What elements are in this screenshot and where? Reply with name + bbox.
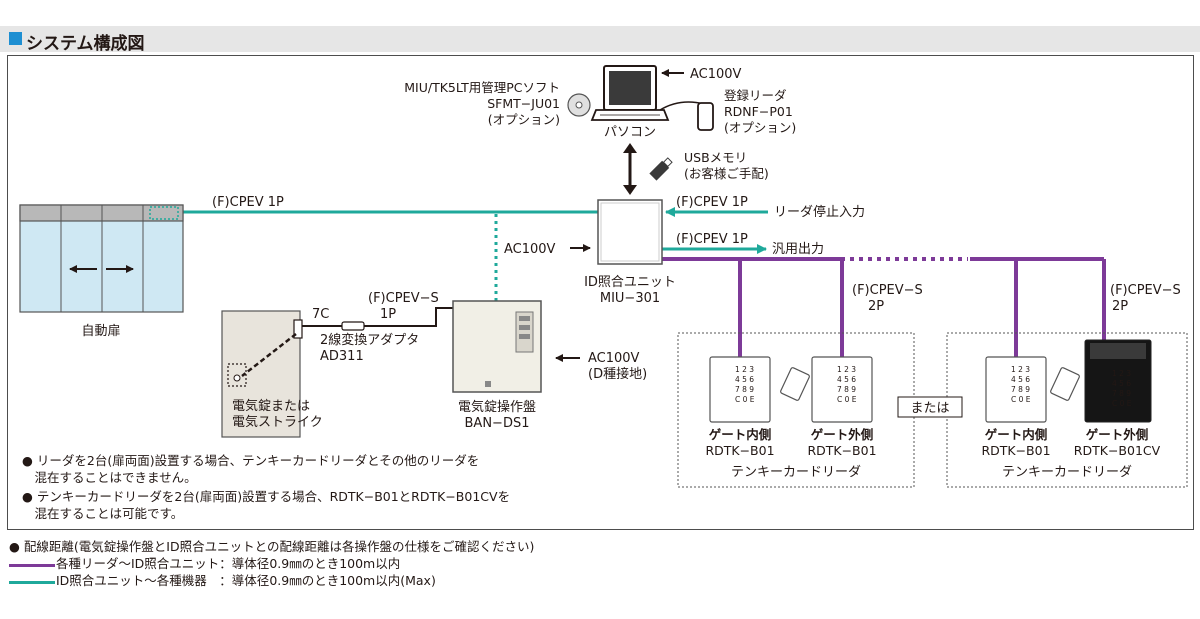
lock-cable-label-1: (F)CPEV−S <box>368 291 439 306</box>
reader-a-inside-model: RDTK−B01 <box>705 443 774 458</box>
legend-teal-line <box>9 581 55 584</box>
note-2: 混在することはできません。 <box>22 470 197 485</box>
software-label-3: (オプション) <box>488 112 560 127</box>
reader-b-outside-key-row-1: 1 2 3 <box>1112 369 1131 378</box>
legend-purple-text: 各種リーダ〜ID照合ユニット：導体径0.9㎜のとき100m以内 <box>56 556 401 571</box>
reader-a-outside-icon <box>811 356 873 423</box>
stop-cable-label: (F)CPEV 1P <box>676 195 748 210</box>
reader-a-inside-key-row-4: C 0 E <box>735 395 755 404</box>
reader-a-outside-key-row-4: C 0 E <box>837 395 857 404</box>
automatic-door-icon <box>19 204 184 313</box>
panel-label-2: BAN−DS1 <box>465 416 530 431</box>
general-output-label: 汎用出力 <box>772 242 824 257</box>
unit-label-2: MIU−301 <box>600 291 660 306</box>
reader-a-outside-key-row-2: 4 5 6 <box>837 375 856 384</box>
unit-label-1: ID照合ユニット <box>584 275 676 290</box>
title-bar <box>0 26 1200 52</box>
reader-b-cable-label-2: 2P <box>1112 299 1128 314</box>
reader-a-outside-key-row-3: 7 8 9 <box>837 385 856 394</box>
adapter-icon <box>341 321 365 331</box>
reader-group-b-box <box>946 332 1188 488</box>
software-label-2: SFMT−JU01 <box>487 96 560 111</box>
software-label-1: MIU/TK5LT用管理PCソフト <box>404 80 560 95</box>
panel-power-label-2: (D種接地) <box>588 366 647 382</box>
reader-a-outside-label: ゲート外側 <box>811 427 874 442</box>
page-title: システム構成図 <box>26 34 145 54</box>
reader-b-inside-key-row-1: 1 2 3 <box>1011 365 1030 374</box>
reader-b-outside-icon <box>1084 339 1152 423</box>
usb-label-1: USBメモリ <box>684 150 747 165</box>
registration-reader-icon <box>697 102 714 131</box>
reader-a-inside-key-row-1: 1 2 3 <box>735 365 754 374</box>
door-cable-label: (F)CPEV 1P <box>212 195 284 210</box>
pc-icon <box>590 65 670 121</box>
reader-b-cable-label-1: (F)CPEV−S <box>1110 283 1181 298</box>
card-icon-a <box>780 367 810 401</box>
cd-rom-icon <box>567 93 591 117</box>
pc-power-label: AC100V <box>690 67 742 82</box>
reader-b-inside-icon <box>985 356 1047 423</box>
note-1: ● リーダを2台(扉両面)設置する場合、テンキーカードリーダとその他のリーダを <box>22 453 480 468</box>
reader-b-inside-key-row-3: 7 8 9 <box>1011 385 1030 394</box>
door-label: 自動扉 <box>81 323 120 339</box>
reader-b-outside-model: RDTK−B01CV <box>1074 443 1161 458</box>
diagram-frame <box>7 55 1194 530</box>
adapter-label-1: 2線変換アダプタ <box>320 332 419 348</box>
lock-cable-7c-label: 7C <box>312 307 329 322</box>
reader-a-outside-model: RDTK−B01 <box>807 443 876 458</box>
usb-label-2: (お客様ご手配) <box>684 166 769 181</box>
reg-reader-label-3: (オプション) <box>724 120 796 135</box>
reader-a-caption: テンキーカードリーダ <box>731 465 861 480</box>
reader-a-cable-label-2: 2P <box>868 299 884 314</box>
electric-lock-icon <box>221 310 303 438</box>
reader-b-outside-key-row-2: 4 5 6 <box>1112 379 1131 388</box>
or-badge <box>897 396 963 418</box>
unit-power-label: AC100V <box>504 242 556 257</box>
title-marker <box>9 32 22 45</box>
reader-a-inside-icon <box>709 356 771 423</box>
output-cable-label: (F)CPEV 1P <box>676 232 748 247</box>
reader-b-inside-key-row-4: C 0 E <box>1011 395 1031 404</box>
or-label: または <box>910 401 949 416</box>
reader-b-inside-model: RDTK−B01 <box>981 443 1050 458</box>
note-3: ● テンキーカードリーダを2台(扉両面)設置する場合、RDTK−B01とRDTK… <box>22 489 511 504</box>
stop-input-label: リーダ停止入力 <box>774 204 865 220</box>
reader-a-inside-label: ゲート内側 <box>709 427 772 442</box>
reader-a-cable-label-1: (F)CPEV−S <box>852 283 923 298</box>
legend-teal-text: ID照合ユニット〜各種機器 ：導体径0.9㎜のとき100m以内(Max) <box>56 573 436 588</box>
pc-label: パソコン <box>604 125 656 140</box>
legend-purple-line <box>9 564 55 567</box>
reader-a-inside-key-row-3: 7 8 9 <box>735 385 754 394</box>
reader-a-outside-key-row-1: 1 2 3 <box>837 365 856 374</box>
usb-memory-icon <box>649 157 673 181</box>
lock-label-1: 電気錠または <box>232 398 310 414</box>
reader-b-outside-key-row-3: 7 8 9 <box>1112 389 1131 398</box>
pc-unit-link-arrow <box>623 143 637 195</box>
lock-panel-icon <box>452 300 542 393</box>
reg-reader-label-2: RDNF−P01 <box>724 104 793 119</box>
reader-b-outside-key-row-4: C 0 E <box>1112 399 1132 408</box>
reader-a-inside-key-row-2: 4 5 6 <box>735 375 754 384</box>
id-unit-icon <box>597 199 663 265</box>
adapter-to-panel-line <box>364 307 456 327</box>
adapter-label-2: AD311 <box>320 349 364 364</box>
reg-reader-label-1: 登録リーダ <box>724 88 787 103</box>
panel-power-label-1: AC100V <box>588 351 640 366</box>
panel-label-1: 電気錠操作盤 <box>458 399 536 415</box>
reader-b-outside-label: ゲート外側 <box>1086 427 1149 442</box>
lock-cable-label-2: 1P <box>380 307 396 322</box>
card-icon-b <box>1050 367 1080 401</box>
legend-header: ● 配線距離(電気錠操作盤とID照合ユニットとの配線距離は各操作盤の仕様をご確認… <box>9 539 535 554</box>
note-4: 混在することは可能です。 <box>22 506 184 521</box>
reader-b-inside-key-row-2: 4 5 6 <box>1011 375 1030 384</box>
reader-b-caption: テンキーカードリーダ <box>1002 465 1132 480</box>
lock-label-2: 電気ストライク <box>232 414 323 430</box>
reader-b-inside-label: ゲート内側 <box>985 427 1048 442</box>
